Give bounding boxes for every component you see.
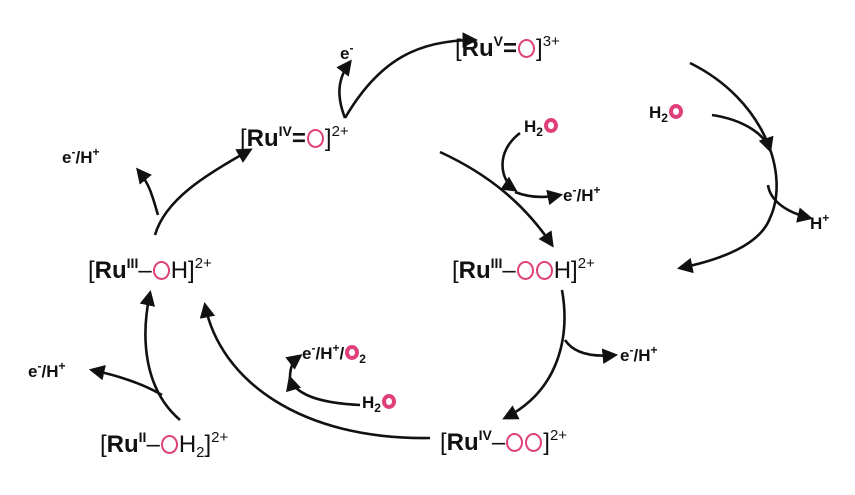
oxygen-atom-icon	[306, 129, 324, 148]
reagent-h2o-right: H2	[649, 104, 683, 124]
oxygen-atom-icon	[345, 345, 360, 360]
reagent-eh-left: e-/H+	[62, 145, 100, 167]
arrow-h2o-to-cycle-right	[711, 113, 774, 153]
arrow-h2o-center-in	[500, 131, 521, 192]
reagent-electron-top: e-	[340, 41, 354, 63]
arrow-ru2oh2-to-ru3oh	[139, 289, 181, 421]
oxygen-atom-icon	[518, 39, 536, 58]
reagent-eh-o2: e-/H+/2	[302, 341, 366, 366]
oxygen-atom-icon	[535, 261, 553, 280]
arrow-branch-eh-right-mid	[563, 339, 619, 365]
reagent-eh-center: e-/H+	[563, 183, 601, 205]
arrow-branch-eh-bottom-left	[88, 365, 163, 397]
reagent-h2o-center: H2	[524, 118, 558, 138]
arrow-branch-hplus	[766, 184, 814, 223]
oxygen-atom-icon	[543, 118, 558, 133]
reagent-h-plus: H+	[810, 211, 830, 233]
arrow-branch-eh-o2	[285, 354, 303, 379]
oxygen-atom-icon	[525, 433, 543, 452]
oxygen-atom-icon	[160, 435, 178, 454]
arrow-ru3ooh-to-ru4oo	[502, 289, 566, 420]
reagent-h2o-bottom: H2	[362, 394, 396, 414]
arrow-ru4oxo-to-ru3ooh	[439, 150, 554, 248]
arrow-ru3oh-to-ru4oxo	[153, 148, 253, 236]
reagent-eh-bottom-left: e-/H+	[28, 359, 66, 381]
oxygen-atom-icon	[516, 261, 534, 280]
species-ru3-ooh: [RuIII–H]2+	[452, 255, 595, 284]
oxygen-atom-icon	[668, 104, 683, 119]
arrow-ru4oxo-to-ru5oxo	[343, 32, 479, 119]
arrow-branch-eh-center	[514, 189, 564, 206]
oxygen-atom-icon	[381, 394, 396, 409]
arrow-ru4oo-to-ru3oh	[199, 301, 431, 440]
species-ru5-oxo: [RuV=]3+	[455, 33, 560, 62]
species-ru4-oxo: [RuIV=]2+	[240, 123, 349, 152]
arrow-branch-e-top	[336, 59, 352, 119]
arrow-ru5oxo-to-ru3ooh	[676, 61, 778, 274]
species-ru3-oh: [RuIII–H]2+	[88, 255, 212, 284]
arrow-h2o-bottom-in	[286, 375, 361, 407]
reagent-eh-right-mid: e-/H+	[620, 343, 658, 365]
oxygen-atom-icon	[506, 433, 524, 452]
oxygen-atom-icon	[152, 261, 170, 280]
species-ru4-oo: [RuIV–]2+	[440, 427, 568, 456]
arrow-branch-eh-left	[136, 167, 160, 216]
species-ru2-oh2: [RuII–H2]2+	[100, 429, 229, 461]
